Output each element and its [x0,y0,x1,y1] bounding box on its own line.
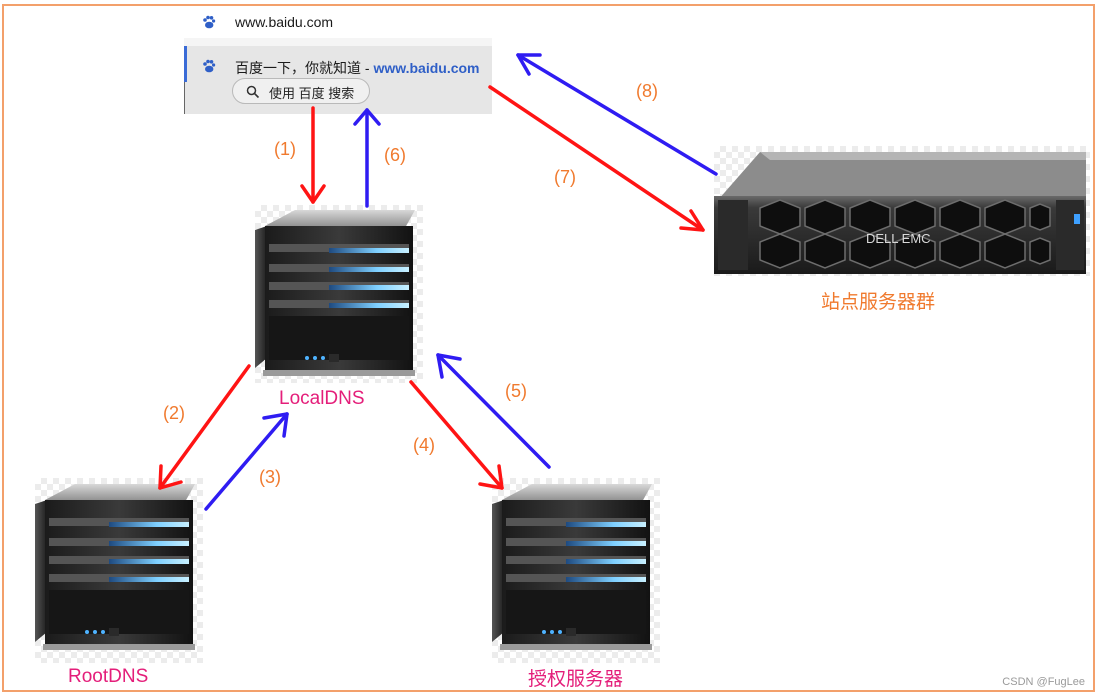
suggestion-url-text: www.baidu.com [235,14,334,30]
dropdown-edge [184,82,185,114]
url-suggestion-row[interactable]: www.baidu.com [184,8,492,38]
result-title: 百度一下，你就知道 - www.baidu.com [235,58,480,78]
auth-server-label: 授权服务器 [528,669,624,690]
arrow-step-5 [436,353,551,469]
step-2-label: (2) [163,403,185,423]
arrow-step-2 [158,364,251,490]
step-6-label: (6) [384,145,406,165]
arrow-step-8 [516,53,718,176]
server-brand-logo: DELL EMC [866,231,931,246]
rootdns-label: RootDNS [68,666,149,687]
step-5-label: (5) [505,381,527,401]
step-3-label: (3) [259,467,281,487]
rootdns-server-icon [35,484,195,650]
step-7-label: (7) [554,167,576,187]
localdns-server-icon [255,210,415,376]
baidu-paw-icon [203,59,216,73]
arrow-step-6 [353,108,381,208]
search-button-label: 使用 百度 搜索 [269,86,355,101]
auth-server-icon [492,484,652,650]
arrow-step-3 [204,412,289,511]
site-servers-label: 站点服务器群 [821,292,936,313]
step-1-label: (1) [274,139,296,159]
step-8-label: (8) [636,81,658,101]
baidu-paw-icon [203,15,216,29]
rack-server-icon [714,152,1086,274]
search-icon [246,85,260,99]
result-title-domain: www.baidu.com [373,60,480,76]
browser-suggestion-box: www.baidu.com 百度一下，你就知道 - www.baidu.com … [184,8,492,114]
result-title-prefix: 百度一下，你就知道 - [235,60,374,76]
arrow-step-1 [300,106,326,204]
diagram-frame [2,4,1095,692]
arrow-step-4 [409,380,504,490]
selected-row-indicator [184,46,187,82]
arrow-step-7 [488,85,705,232]
localdns-label: LocalDNS [279,388,365,409]
watermark: CSDN @FugLee [1002,676,1085,688]
step-4-label: (4) [413,435,435,455]
baidu-search-button[interactable]: 使用 百度 搜索 [232,78,370,104]
